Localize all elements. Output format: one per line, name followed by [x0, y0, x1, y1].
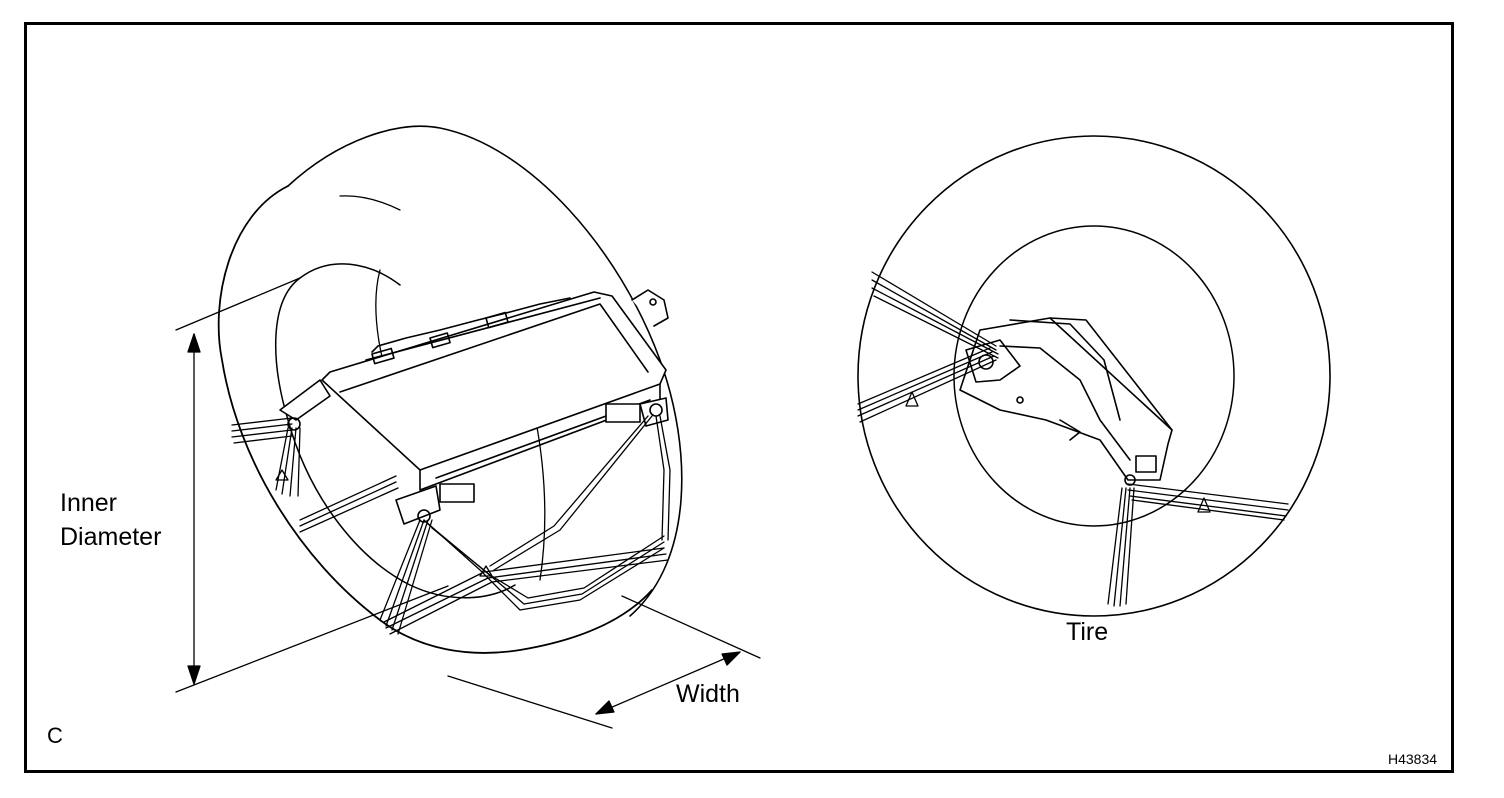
tire-back-outline [287, 125, 683, 617]
figure-code: H43834 [1388, 751, 1438, 767]
figure-frame [24, 22, 1454, 773]
tire-outer-circle [857, 135, 1331, 617]
inner-diameter-label-line1: Inner [60, 489, 117, 517]
straps-right [857, 271, 1289, 607]
left-tire-illustration [175, 125, 761, 729]
airbag-module-right [959, 317, 1173, 486]
tire-inner-circle [953, 225, 1235, 527]
inner-diameter-dimension [175, 277, 449, 693]
width-label: Width [676, 680, 740, 708]
width-dimension [447, 595, 761, 729]
straps-left [231, 415, 671, 635]
tire-tread-line [339, 195, 401, 211]
airbag-module-left [279, 289, 669, 525]
inner-diameter-label: Inner Diameter [60, 486, 161, 554]
tire-inner-hole [275, 277, 516, 599]
tire-label: Tire [1066, 618, 1109, 646]
tire-inner-hole-top [299, 263, 401, 286]
tire-front-outline [217, 185, 653, 654]
corner-letter: C [47, 723, 63, 748]
inner-diameter-label-line2: Diameter [60, 523, 162, 551]
right-tire-illustration [857, 135, 1331, 617]
